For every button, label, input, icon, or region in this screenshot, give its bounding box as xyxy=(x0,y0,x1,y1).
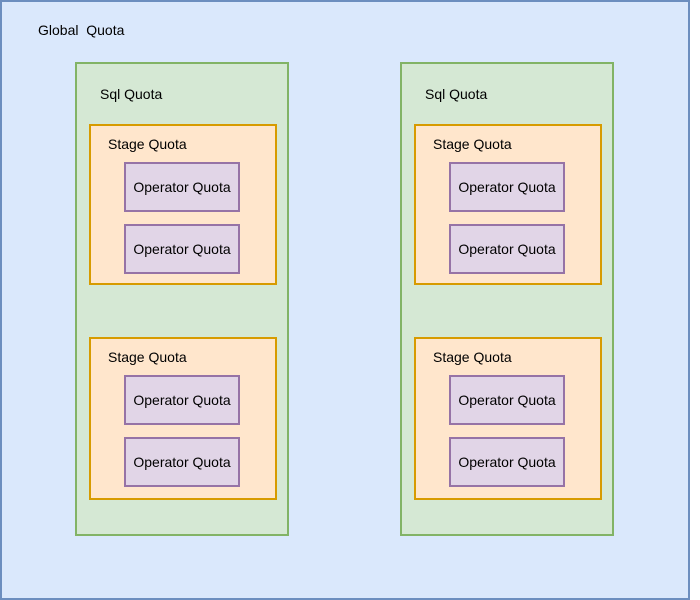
operator-quota-label: Operator Quota xyxy=(133,241,231,257)
operator-quota-box: Operator Quota xyxy=(124,224,240,274)
sql-quota-label: Sql Quota xyxy=(425,86,488,102)
stage-quota-label: Stage Quota xyxy=(108,136,187,152)
sql-quota-label: Sql Quota xyxy=(100,86,163,102)
stage-quota-label: Stage Quota xyxy=(108,349,187,365)
operator-quota-box: Operator Quota xyxy=(449,437,565,487)
stage-quota-box: Stage Quota Operator Quota Operator Quot… xyxy=(414,337,602,500)
stage-quota-label: Stage Quota xyxy=(433,136,512,152)
operator-quota-label: Operator Quota xyxy=(458,179,556,195)
stage-quota-label: Stage Quota xyxy=(433,349,512,365)
operator-quota-label: Operator Quota xyxy=(458,454,556,470)
operator-quota-label: Operator Quota xyxy=(133,392,231,408)
operator-quota-label: Operator Quota xyxy=(133,454,231,470)
operator-quota-box: Operator Quota xyxy=(124,162,240,212)
operator-quota-box: Operator Quota xyxy=(124,437,240,487)
operator-quota-box: Operator Quota xyxy=(449,162,565,212)
operator-quota-box: Operator Quota xyxy=(124,375,240,425)
operator-quota-label: Operator Quota xyxy=(458,241,556,257)
operator-quota-box: Operator Quota xyxy=(449,375,565,425)
stage-quota-box: Stage Quota Operator Quota Operator Quot… xyxy=(89,337,277,500)
operator-quota-box: Operator Quota xyxy=(449,224,565,274)
operator-quota-label: Operator Quota xyxy=(133,179,231,195)
stage-quota-box: Stage Quota Operator Quota Operator Quot… xyxy=(414,124,602,285)
operator-quota-label: Operator Quota xyxy=(458,392,556,408)
global-quota-label: Global Quota xyxy=(38,22,125,38)
sql-quota-box: Sql Quota Stage Quota Operator Quota Ope… xyxy=(400,62,614,536)
stage-quota-box: Stage Quota Operator Quota Operator Quot… xyxy=(89,124,277,285)
sql-quota-box: Sql Quota Stage Quota Operator Quota Ope… xyxy=(75,62,289,536)
